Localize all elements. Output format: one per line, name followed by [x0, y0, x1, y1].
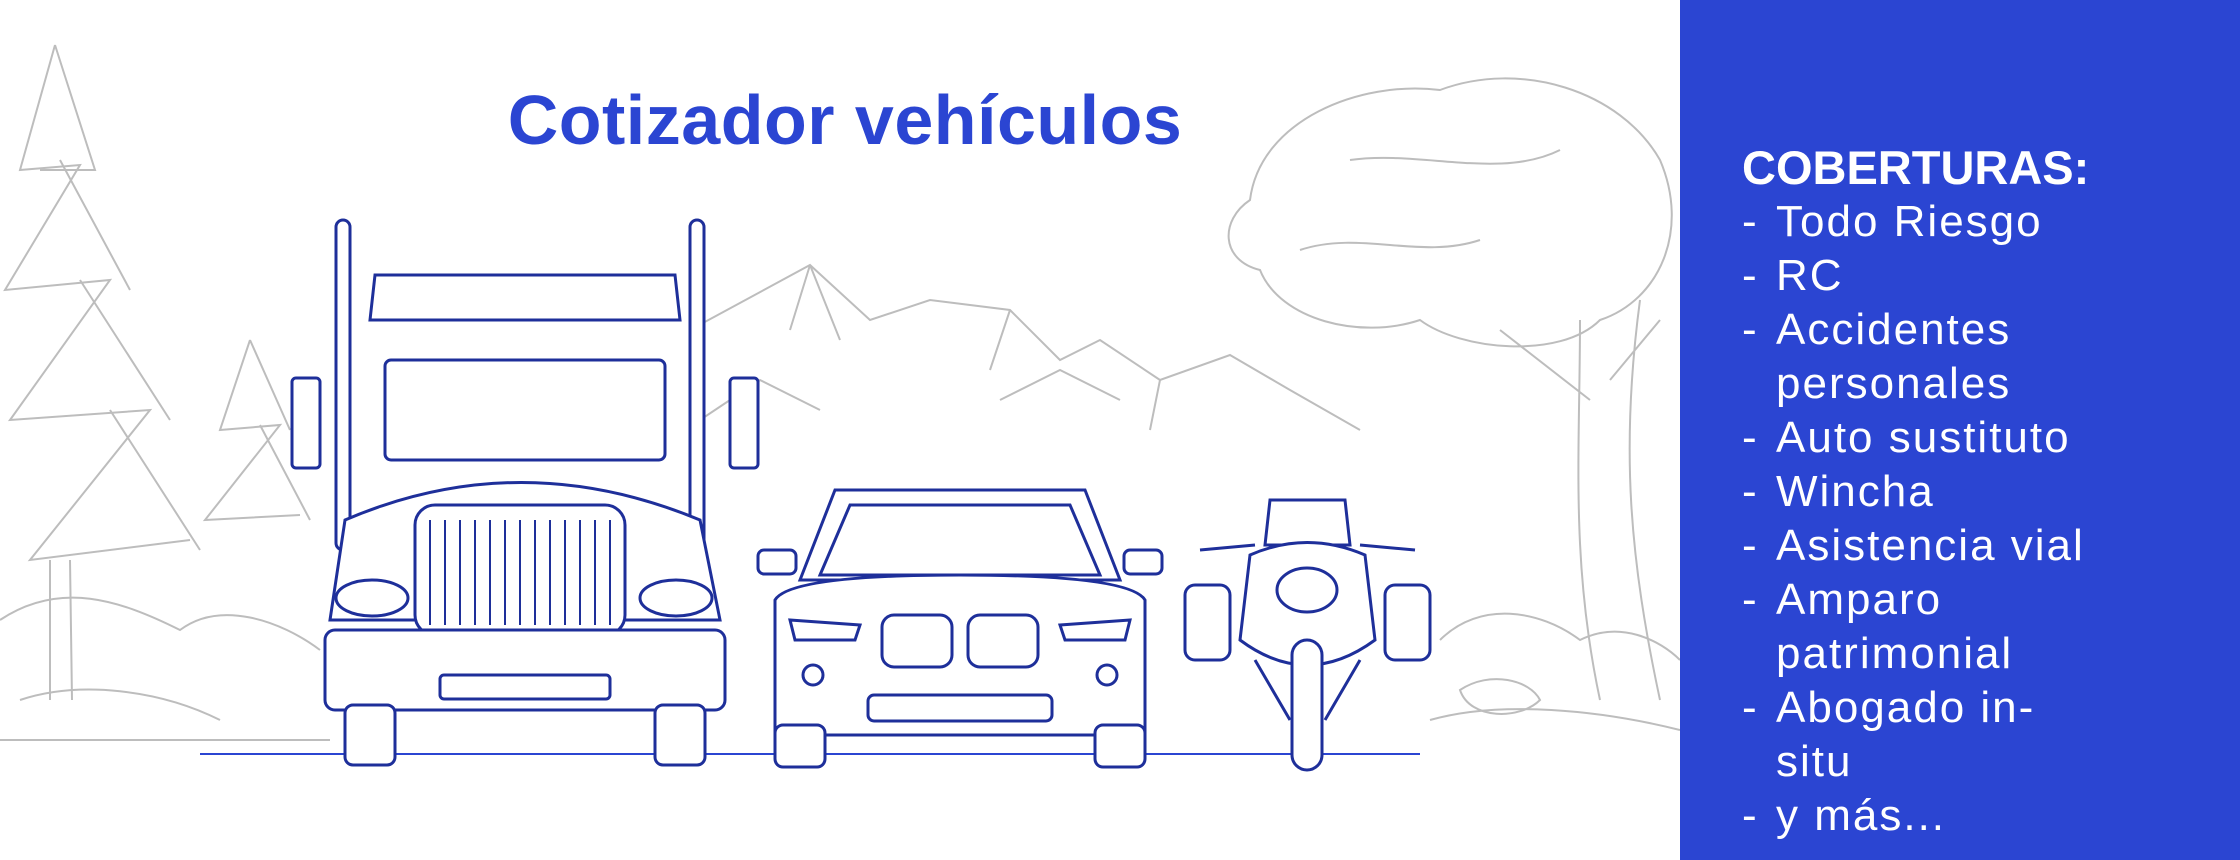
coverage-item: -Abogado in-situ — [1742, 681, 2096, 789]
bullet-dash: - — [1742, 305, 1759, 354]
truck-drawing — [290, 218, 760, 767]
vehicles-illustration — [0, 44, 1680, 772]
coverage-item-label: Wincha — [1776, 467, 1935, 516]
coverage-item: -Asistencia vial — [1742, 519, 2096, 573]
coverage-heading: COBERTURAS: — [1742, 141, 2090, 194]
coverage-item: -Todo Riesgo — [1742, 195, 2096, 249]
bullet-dash: - — [1742, 683, 1759, 732]
bullet-dash: - — [1742, 413, 1759, 462]
coverage-item-label: Abogado in-situ — [1776, 683, 2036, 786]
coverage-panel: COBERTURAS: -Todo Riesgo -RC -Accidentes… — [1680, 0, 2240, 860]
coverage-item-label: y más... — [1776, 791, 1947, 840]
bullet-dash: - — [1742, 521, 1759, 570]
mountains — [689, 263, 1361, 431]
coverage-item: -Auto sustituto — [1742, 411, 2096, 465]
coverage-item-label: Asistencia vial — [1776, 521, 2085, 570]
right-oak-tree — [1227, 77, 1673, 701]
bullet-dash: - — [1742, 575, 1759, 624]
bullet-dash: - — [1742, 791, 1759, 840]
coverage-item-label: Todo Riesgo — [1776, 197, 2043, 246]
coverage-item: -Accidentes personales — [1742, 303, 2096, 411]
coverage-item: -RC — [1742, 249, 2096, 303]
coverage-item-label: Amparo patrimonial — [1776, 575, 2014, 678]
coverage-item-label: RC — [1776, 251, 1844, 300]
coverage-item: -y más... — [1742, 789, 2096, 843]
bullet-dash: - — [1742, 467, 1759, 516]
coverage-list: -Todo Riesgo -RC -Accidentes personales … — [1742, 195, 2096, 843]
bullet-dash: - — [1742, 197, 1759, 246]
landscape-background — [0, 44, 1680, 741]
small-pine-tree — [202, 339, 311, 522]
coverage-item: -Wincha — [1742, 465, 2096, 519]
shrubs-and-rocks — [0, 596, 1680, 741]
bullet-dash: - — [1742, 251, 1759, 300]
left-pine-tree — [3, 44, 201, 701]
car-drawing — [756, 488, 1164, 769]
motorcycle-drawing — [1183, 498, 1432, 772]
coverage-item-label: Accidentes personales — [1776, 305, 2012, 408]
coverage-item-label: Auto sustituto — [1776, 413, 2071, 462]
coverage-item: -Amparo patrimonial — [1742, 573, 2096, 681]
page-title: Cotizador vehículos — [507, 81, 1183, 159]
